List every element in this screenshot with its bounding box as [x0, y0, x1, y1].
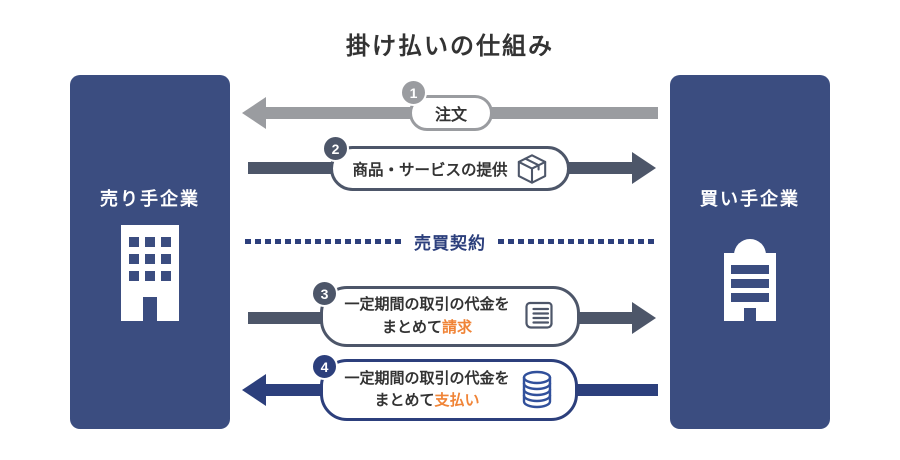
invoice-highlight: 請求 — [441, 318, 472, 336]
invoice-line2: まとめて — [381, 318, 442, 336]
invoice-label-box: 一定期間の取引の代金を まとめて請求 — [320, 286, 580, 347]
seller-company-box: 売り手企業 — [70, 75, 230, 429]
order-label-box: 注文 — [409, 95, 493, 131]
payment-line1: 一定期間の取引の代金を — [344, 369, 510, 387]
contract-dash-right — [498, 238, 655, 244]
receipt-icon — [524, 301, 553, 329]
step-2-badge: 2 — [322, 135, 349, 162]
step-3-number: 3 — [320, 285, 329, 302]
buyer-company-label: 買い手企業 — [700, 189, 800, 209]
order-arrow-head — [242, 97, 266, 129]
step-3-badge: 3 — [311, 280, 338, 307]
invoice-line1: 一定期間の取引の代金を — [344, 296, 510, 313]
payment-arrow-head — [242, 374, 266, 406]
seller-company-label: 売り手企業 — [100, 189, 200, 209]
step-1-number: 1 — [409, 84, 418, 101]
coin-stack-icon — [522, 370, 551, 409]
step-4-number: 4 — [320, 358, 329, 375]
contract-label: 売買契約 — [414, 233, 486, 253]
contract-dash-left — [245, 238, 402, 244]
sales-contract-line: 売買契約 — [245, 230, 655, 253]
invoice-arrow-head — [632, 302, 656, 334]
step-2-number: 2 — [331, 140, 340, 157]
buyer-company-box: 買い手企業 — [670, 75, 830, 429]
step-4-badge: 4 — [311, 353, 338, 380]
dome-building-icon — [724, 239, 776, 321]
office-building-icon — [121, 225, 179, 321]
payment-label: 一定期間の取引の代金を まとめて支払い — [344, 368, 509, 413]
payment-line2: まとめて — [374, 392, 435, 409]
payment-highlight: 支払い — [434, 392, 480, 409]
order-label: 注文 — [434, 107, 467, 124]
step-1-badge: 1 — [400, 79, 427, 106]
page-title: 掛け払いの仕組み — [346, 33, 554, 60]
delivery-label: 商品・サービスの提供 — [352, 161, 508, 179]
payment-label-box: 一定期間の取引の代金を まとめて支払い — [320, 359, 578, 421]
invoice-label: 一定期間の取引の代金を まとめて請求 — [344, 294, 509, 339]
package-box-icon — [517, 153, 546, 184]
delivery-arrow-head — [632, 152, 656, 184]
delivery-label-box: 商品・サービスの提供 — [330, 146, 570, 191]
